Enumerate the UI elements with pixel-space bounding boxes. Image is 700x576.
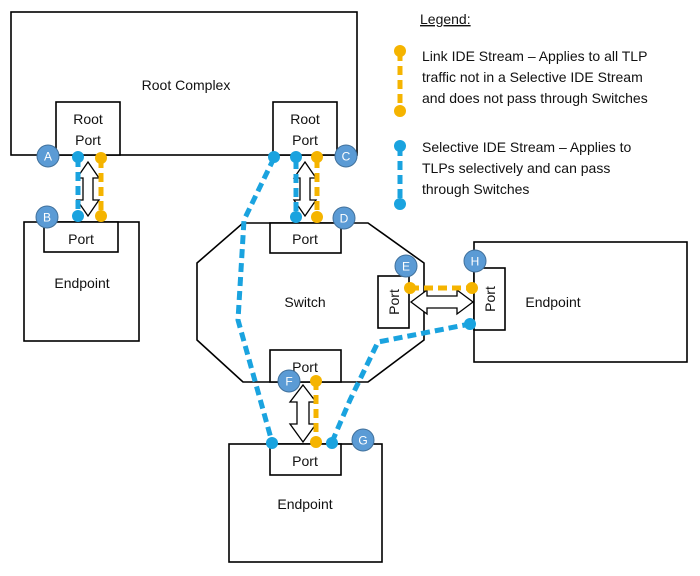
- legend-link-text-2: traffic not in a Selective IDE Stream: [422, 69, 643, 85]
- selective-dot: [268, 151, 280, 163]
- switch-body: [196, 222, 425, 383]
- legend-title: Legend:: [420, 11, 471, 27]
- link-arrow-root-left: [75, 160, 101, 218]
- marker-h-label: H: [471, 255, 480, 269]
- marker-g: G: [351, 428, 375, 452]
- selective-dot: [72, 210, 84, 222]
- selective-dot: [464, 318, 476, 330]
- marker-d-label: D: [340, 212, 349, 226]
- switch-downstream-port-label: Port: [292, 359, 318, 375]
- marker-c: C: [334, 144, 358, 168]
- endpoint-bottom-port-label: Port: [292, 453, 318, 469]
- marker-f-label: F: [285, 375, 292, 389]
- root-port-right-box: [272, 101, 338, 156]
- legend-selective-text-3: through Switches: [422, 181, 529, 197]
- link-dot: [95, 210, 107, 222]
- link-dot: [466, 282, 478, 294]
- endpoint-bottom-port-box: [269, 443, 342, 476]
- root-port-left-box: [55, 101, 121, 156]
- marker-e: E: [394, 254, 418, 278]
- endpoint-left-port-box: [43, 221, 119, 253]
- selective-dot: [326, 437, 338, 449]
- link-dot: [310, 375, 322, 387]
- endpoint-left-port-label: Port: [68, 231, 94, 247]
- root-port-left-label-1: Root: [73, 111, 103, 127]
- marker-b: B: [35, 205, 59, 229]
- selective-stream-bottom-endpoint-to-right-endpoint: [329, 321, 471, 443]
- marker-f: F: [277, 369, 301, 393]
- endpoint-bottom-label: Endpoint: [277, 496, 332, 512]
- endpoint-right-label: Endpoint: [525, 294, 580, 310]
- link-dot: [404, 282, 416, 294]
- marker-e-label: E: [402, 260, 410, 274]
- switch-upstream-port-box: [269, 222, 342, 254]
- legend-selective-dot-top: [394, 140, 406, 152]
- selective-dot: [290, 211, 302, 223]
- link-arrow-switch-right: [409, 288, 475, 316]
- endpoint-right-port-label: Port: [482, 286, 498, 312]
- selective-dot: [266, 437, 278, 449]
- marker-d: D: [332, 206, 356, 230]
- legend-selective-text-2: TLPs selectively and can pass: [422, 160, 610, 176]
- marker-b-label: B: [43, 211, 51, 225]
- legend-selective-dot-bottom: [394, 198, 406, 210]
- root-port-right-label-1: Root: [290, 111, 320, 127]
- selective-stream-root-to-bottom-endpoint: [235, 156, 277, 443]
- legend-link-text-3: and does not pass through Switches: [422, 90, 648, 106]
- selective-dot: [72, 151, 84, 163]
- switch-right-port-label: Port: [386, 289, 402, 315]
- link-dot: [311, 211, 323, 223]
- endpoint-left-label: Endpoint: [54, 275, 109, 291]
- legend-link-dot-top: [394, 45, 406, 57]
- selective-dot: [290, 151, 302, 163]
- link-dot: [310, 436, 322, 448]
- root-complex-label: Root Complex: [142, 77, 231, 93]
- marker-a-label: A: [44, 150, 52, 164]
- marker-c-label: C: [342, 150, 351, 164]
- link-dot: [311, 151, 323, 163]
- marker-h: H: [463, 249, 487, 273]
- endpoint-right-box: [473, 241, 688, 363]
- link-dot: [95, 152, 107, 164]
- legend-link-text-1: Link IDE Stream – Applies to all TLP: [422, 48, 647, 64]
- legend-selective-text-1: Selective IDE Stream – Applies to: [422, 139, 632, 155]
- switch-right-port-box: [377, 275, 410, 329]
- switch-label: Switch: [284, 294, 325, 310]
- root-port-right-label-2: Port: [292, 132, 318, 148]
- endpoint-right-port-box: [473, 267, 506, 331]
- marker-a: A: [36, 144, 60, 168]
- marker-g-label: G: [358, 434, 367, 448]
- link-arrow-switch-bottom: [288, 383, 318, 444]
- root-port-left-label-2: Port: [75, 132, 101, 148]
- switch-upstream-port-label: Port: [292, 231, 318, 247]
- legend-link-dot-bottom: [394, 105, 406, 117]
